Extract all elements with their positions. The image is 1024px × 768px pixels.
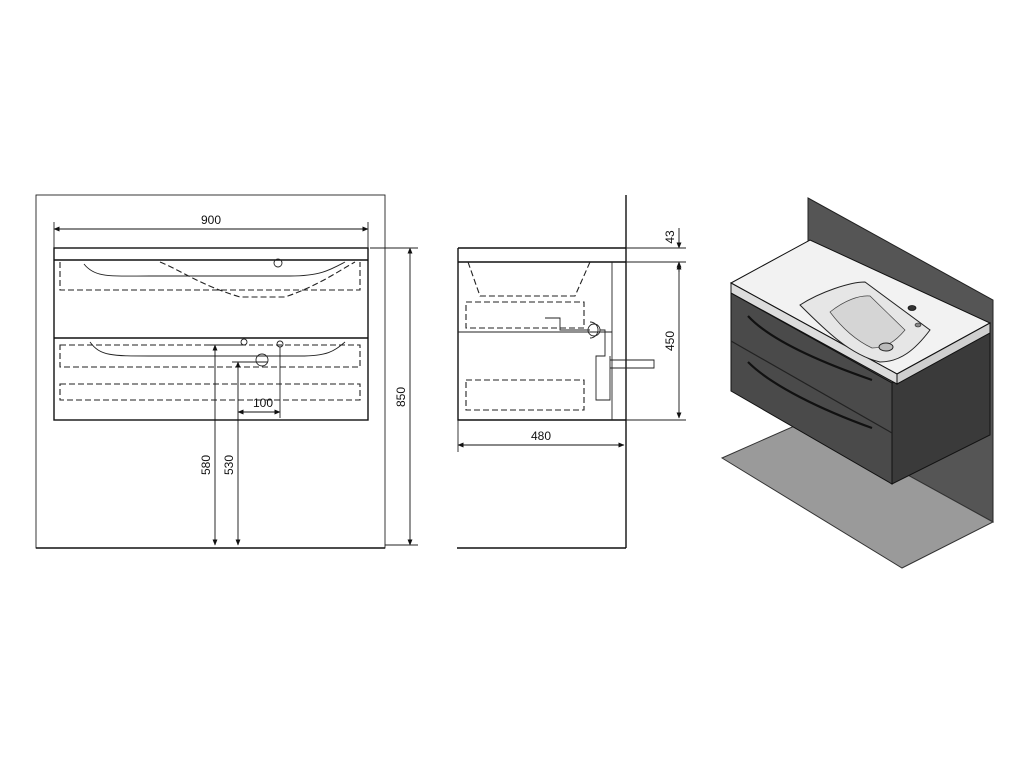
front-bottom-inner-hidden	[59, 383, 361, 401]
dim-450-label: 450	[663, 331, 677, 351]
side-drawer-top-hidden	[465, 301, 585, 329]
side-siphon-ring	[587, 323, 601, 337]
iso-view	[720, 197, 995, 569]
iso-cabinet-front	[730, 292, 893, 485]
front-bottom-handle-groove	[89, 341, 346, 357]
front-top-handle-groove	[83, 261, 346, 277]
dim-530-label: 530	[222, 455, 236, 475]
iso-floor-panel	[720, 419, 995, 569]
dim-480-label: 480	[531, 429, 551, 443]
front-drain-small-2	[276, 340, 284, 348]
front-drain-small-1	[240, 338, 248, 346]
iso-overflow-icon	[914, 322, 922, 328]
iso-drawer-divider	[730, 340, 893, 434]
iso-basin-edge-side	[896, 322, 991, 385]
dim-580-label: 580	[199, 455, 213, 475]
dim-100-label: 100	[253, 396, 273, 410]
front-view: 900 850 580 530 100	[35, 194, 418, 549]
front-waste-circle	[255, 353, 269, 367]
front-basin-hidden	[59, 261, 361, 298]
iso-tap-hole-icon	[907, 305, 917, 311]
front-tap-hole	[273, 258, 283, 268]
dim-850-label: 850	[394, 387, 408, 407]
iso-drain-icon	[878, 342, 894, 352]
front-cabinet-body	[53, 247, 369, 421]
side-basin-hidden	[467, 261, 591, 297]
iso-basin-bowl-inner	[829, 295, 906, 349]
dim-900-label: 900	[201, 213, 221, 227]
dim-43-label: 43	[663, 230, 677, 244]
iso-bottom-drawer-handle	[747, 361, 873, 430]
side-drawer-bottom-hidden	[465, 379, 585, 411]
side-cabinet-outline	[457, 247, 626, 421]
side-siphon	[545, 317, 655, 401]
iso-top-drawer-handle	[747, 315, 873, 382]
side-view: 480 43 450	[457, 195, 686, 549]
